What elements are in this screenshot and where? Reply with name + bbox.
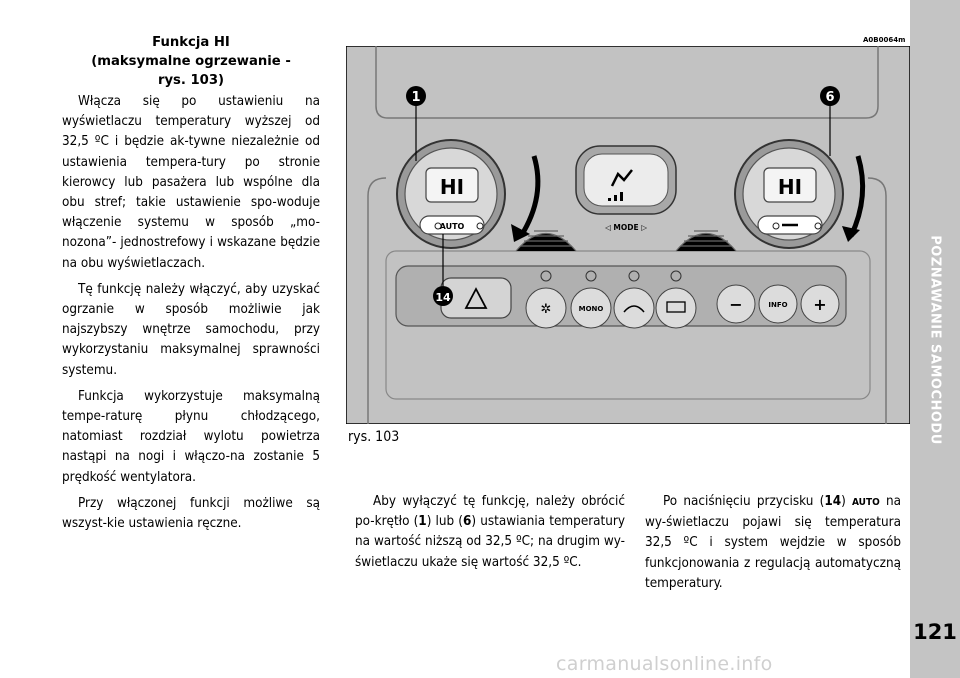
mode-label: ◁ MODE ▷ bbox=[605, 223, 647, 232]
paragraph: Aby wyłączyć tę funkcję, należy obrócić … bbox=[355, 492, 625, 573]
page-number: 121 bbox=[913, 620, 957, 644]
paragraph: Funkcja wykorzystuje maksymalną tempe-ra… bbox=[62, 388, 320, 485]
svg-text:1: 1 bbox=[411, 90, 420, 105]
heading-line-2: (maksymalne ogrzewanie - bbox=[91, 54, 291, 69]
paragraph: Przy włączonej funkcji możliwe są wszyst… bbox=[62, 495, 320, 532]
info-button: INFO bbox=[758, 284, 798, 324]
reference-1: 1 bbox=[418, 514, 427, 530]
right-temperature-knob: HI bbox=[734, 139, 844, 249]
rear-defrost-button bbox=[655, 270, 697, 329]
callout-6: 6 bbox=[820, 86, 840, 156]
text-span: na wy-świetlaczu pojawi się temperatura … bbox=[645, 494, 902, 591]
hazard-button bbox=[440, 277, 512, 319]
text-span: ) bbox=[841, 494, 853, 509]
svg-text:6: 6 bbox=[825, 90, 834, 105]
left-column-text: Włącza się po ustawieniu na wyświetlaczu… bbox=[62, 92, 320, 540]
paragraph: Tę funkcję należy włączyć, aby uzyskać o… bbox=[62, 281, 320, 378]
svg-text:✲: ✲ bbox=[541, 302, 552, 317]
left-display-value: HI bbox=[440, 175, 464, 199]
ac-button: ✲ bbox=[525, 270, 567, 329]
mono-button-label: MONO bbox=[579, 305, 604, 313]
info-button-label: INFO bbox=[768, 301, 787, 309]
plus-label: + bbox=[813, 295, 826, 314]
paragraph: Włącza się po ustawieniu na wyświetlaczu… bbox=[62, 94, 320, 271]
figure-code: A0B0064m bbox=[863, 36, 906, 44]
section-heading: Funkcja HI (maksymalne ogrzewanie - rys.… bbox=[62, 33, 320, 90]
reference-6: 6 bbox=[462, 514, 472, 530]
text-span: Aby wyłączyć tę funkcję, należy obrócić … bbox=[355, 494, 625, 530]
callout-14: 14 bbox=[433, 234, 453, 306]
auto-keyword: AUTO bbox=[852, 497, 880, 508]
fan-decrease-button: − bbox=[716, 284, 756, 324]
text-span: ) lub ( bbox=[426, 514, 463, 530]
middle-column-text: Aby wyłączyć tę funkcję, należy obrócić … bbox=[355, 492, 625, 579]
heading-line-3: rys. 103) bbox=[157, 73, 225, 88]
section-title: POZNAWANIE SAMOCHODU bbox=[927, 235, 943, 445]
right-column-text: Po naciśnięciu przycisku (14) AUTO na wy… bbox=[645, 492, 901, 600]
minus-label: − bbox=[729, 295, 742, 314]
reference-14: 14 bbox=[824, 494, 842, 509]
left-temperature-knob: HI AUTO bbox=[396, 139, 506, 249]
right-display-value: HI bbox=[778, 175, 802, 199]
text-span: ) ustawiania temperatury na wartość niżs… bbox=[355, 514, 625, 570]
windshield-defrost-button bbox=[613, 270, 655, 329]
figure-caption: rys. 103 bbox=[348, 429, 400, 445]
fan-increase-button: + bbox=[800, 284, 840, 324]
svg-text:14: 14 bbox=[435, 291, 451, 304]
climate-control-figure: HI AUTO ◁ MODE ▷ HI ✲ MONO bbox=[346, 46, 910, 424]
heading-line-1: Funkcja HI bbox=[152, 35, 230, 50]
center-mode-display: ◁ MODE ▷ bbox=[575, 145, 677, 232]
auto-button-label: AUTO bbox=[440, 222, 465, 231]
callout-1: 1 bbox=[406, 86, 426, 161]
watermark: carmanualsonline.info bbox=[556, 653, 773, 675]
mono-button: MONO bbox=[570, 270, 612, 329]
section-sidebar bbox=[910, 0, 960, 678]
paragraph: Po naciśnięciu przycisku (14) AUTO na wy… bbox=[645, 492, 901, 594]
text-span: Po naciśnięciu przycisku ( bbox=[663, 494, 825, 509]
